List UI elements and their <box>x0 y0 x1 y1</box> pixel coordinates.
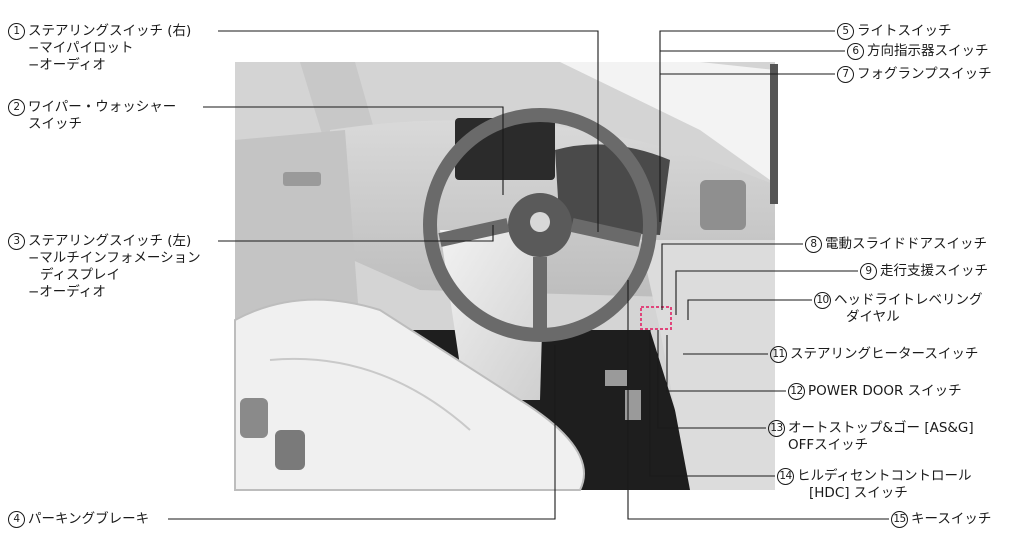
label-10-line-1: ヘッドライトレベリング <box>834 292 983 308</box>
label-1-line-1: ステアリングスイッチ (右) <box>28 23 192 39</box>
label-4-line-1: パーキングブレーキ <box>28 511 150 527</box>
leader-1 <box>218 30 599 232</box>
label-10-line-2: ダイヤル <box>846 309 900 325</box>
right-pillar <box>770 64 778 204</box>
leader-14 <box>649 330 775 477</box>
brake-pedal <box>605 370 627 386</box>
label-1-line-2: −マイパイロット <box>28 40 134 56</box>
label-3-line-2: −マルチインフォメーション <box>28 250 201 266</box>
leader-13 <box>657 330 766 429</box>
callout-number-5: 5 <box>837 23 854 40</box>
callout-number-13: 13 <box>768 420 785 437</box>
callout-number-14: 14 <box>777 468 794 485</box>
label-3-line-4: −オーディオ <box>28 284 106 300</box>
center-console <box>440 230 545 400</box>
leader-2 <box>203 106 504 195</box>
callout-number-12: 12 <box>788 383 805 400</box>
switch-highlight <box>640 306 672 330</box>
label-9-line-1: 走行支援スイッチ <box>880 263 988 279</box>
callout-number-10: 10 <box>814 292 831 309</box>
label-12-line-1: POWER DOOR スイッチ <box>808 383 962 399</box>
callout-number-1: 1 <box>8 23 25 40</box>
leader-12 <box>666 335 786 392</box>
label-2-line-2: スイッチ <box>28 116 82 132</box>
windshield <box>300 62 775 180</box>
door-handle <box>283 172 321 186</box>
callout-number-7: 7 <box>837 66 854 83</box>
label-2-line-1: ワイパー・ウォッシャー <box>28 99 177 115</box>
steering-spokes <box>438 218 642 330</box>
label-11-line-1: ステアリングヒータースイッチ <box>790 346 979 362</box>
label-7-line-1: フォグランプスイッチ <box>857 66 992 82</box>
label-13-line-2: OFFスイッチ <box>788 437 869 453</box>
label-14-line-2: [HDC] スイッチ <box>809 485 908 501</box>
label-3-line-1: ステアリングスイッチ (左) <box>28 233 192 249</box>
label-5-line-1: ライトスイッチ <box>857 23 952 39</box>
callout-number-15: 15 <box>891 511 908 528</box>
label-3-line-3: ディスプレイ <box>40 267 121 283</box>
leader-10 <box>687 299 812 320</box>
callout-number-6: 6 <box>847 43 864 60</box>
label-13-line-1: オートストップ&ゴー [AS&G] <box>788 420 974 436</box>
leader-15 <box>627 280 889 520</box>
right-vent <box>700 180 746 230</box>
callout-number-11: 11 <box>770 346 787 363</box>
callout-number-3: 3 <box>8 233 25 250</box>
leader-4 <box>168 345 556 520</box>
label-14-line-1: ヒルディセントコントロール <box>797 468 972 484</box>
callout-number-9: 9 <box>860 263 877 280</box>
brand-emblem <box>530 212 550 232</box>
label-6-line-1: 方向指示器スイッチ <box>867 43 989 59</box>
leader-lines <box>168 30 889 520</box>
driver-seat <box>234 298 585 491</box>
seat-cushion-line <box>269 357 471 431</box>
callout-number-8: 8 <box>805 236 822 253</box>
leader-8 <box>661 243 803 310</box>
steering-wheel <box>423 108 657 342</box>
label-15-line-1: キースイッチ <box>911 511 992 527</box>
leader-9 <box>675 270 858 315</box>
leader-3 <box>218 225 494 242</box>
seat-belt-buckle <box>240 398 268 438</box>
label-8-line-1: 電動スライドドアスイッチ <box>825 236 987 252</box>
label-1-line-3: −オーディオ <box>28 57 106 73</box>
seat-belt-buckle-2 <box>275 430 305 470</box>
callout-number-2: 2 <box>8 99 25 116</box>
accelerator-pedal <box>625 390 641 420</box>
leader-5 <box>659 30 835 222</box>
callout-number-4: 4 <box>8 511 25 528</box>
